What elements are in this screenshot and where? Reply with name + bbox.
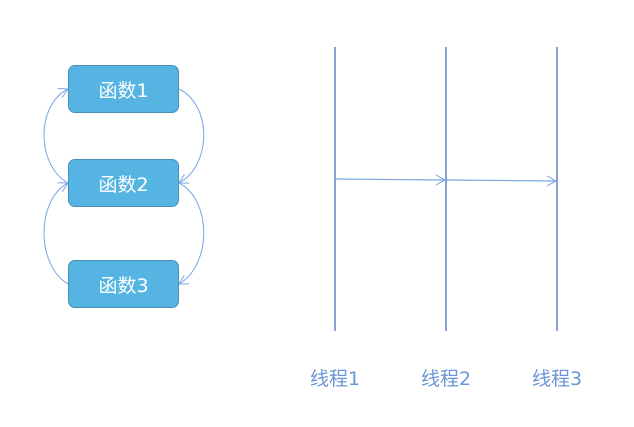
function-label: 函数1 (98, 79, 149, 102)
function-label: 函数2 (98, 173, 149, 196)
call-arrow-f2-to-f1 (43, 88, 69, 184)
call-arrow-f2-to-f3 (178, 182, 205, 285)
call-arrow-f1-to-f2 (178, 88, 205, 184)
thread-label-1: 线程1 (309, 368, 361, 390)
thread-label-2: 线程2 (420, 368, 472, 390)
function-label: 函数3 (98, 274, 149, 297)
handoff-arrow-2-to-3 (445, 175, 558, 187)
function-box-1: 函数1 (68, 65, 179, 113)
function-box-2: 函数2 (68, 159, 179, 207)
thread-label-3: 线程3 (531, 368, 583, 390)
function-box-3: 函数3 (68, 260, 179, 308)
handoff-arrow-1-to-2 (334, 174, 447, 186)
call-arrow-f3-to-f2 (43, 182, 69, 285)
